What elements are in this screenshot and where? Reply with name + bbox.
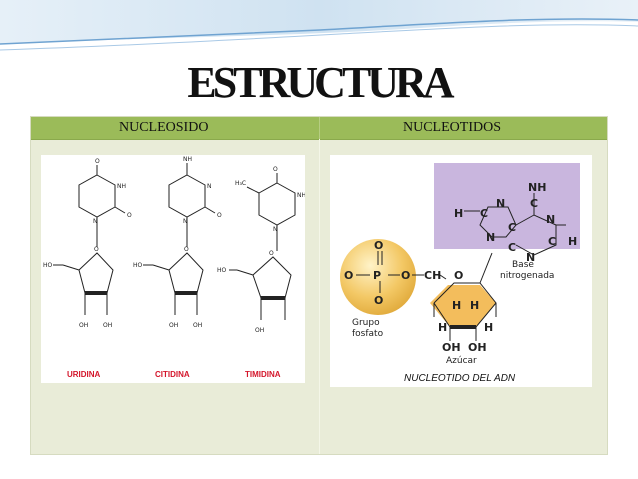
- svg-text:O: O: [269, 250, 274, 257]
- svg-text:H: H: [470, 299, 479, 312]
- uridine-structure: [53, 165, 126, 315]
- cytidine-structure: [143, 163, 216, 315]
- structure-table: NUCLEOSIDO NUCLEOTIDOS: [30, 116, 608, 455]
- svg-text:OH: OH: [103, 322, 112, 329]
- svg-text:N: N: [496, 197, 505, 210]
- thymidine-structure: [229, 173, 296, 320]
- svg-text:O: O: [184, 246, 189, 253]
- svg-text:C: C: [548, 235, 556, 248]
- label-grupo: Grupo: [352, 318, 380, 328]
- svg-text:OH: OH: [79, 322, 88, 329]
- svg-text:O: O: [374, 239, 383, 252]
- slide-title: ESTRUCTURA: [187, 58, 454, 107]
- svg-text:H: H: [438, 321, 447, 334]
- svg-text:O: O: [454, 269, 463, 282]
- svg-text:NH: NH: [117, 183, 126, 190]
- label-uridina: URIDINA: [67, 370, 101, 379]
- svg-text:OH: OH: [442, 341, 461, 354]
- svg-text:H₃C: H₃C: [235, 180, 246, 187]
- header-nucleotidos: NUCLEOTIDOS: [403, 120, 501, 135]
- label-nitrogenada: nitrogenada: [500, 271, 554, 281]
- svg-text:P: P: [373, 269, 381, 282]
- svg-text:C: C: [508, 241, 516, 254]
- svg-text:N: N: [526, 251, 535, 264]
- svg-text:HO: HO: [217, 267, 227, 274]
- svg-text:OH: OH: [468, 341, 487, 354]
- svg-text:NH: NH: [183, 156, 192, 163]
- column-divider: [319, 139, 320, 454]
- svg-text:C: C: [530, 197, 538, 210]
- svg-text:N: N: [207, 183, 212, 190]
- svg-text:OH: OH: [255, 327, 264, 334]
- svg-text:H: H: [484, 321, 493, 334]
- nucleosides-figure: O NH O N O HO OH OH NH N O N O HO OH OH O NH H₃C N O HO O…: [41, 155, 306, 383]
- svg-text:NH: NH: [297, 192, 305, 199]
- phosphate-sphere: [340, 239, 416, 315]
- svg-text:N: N: [486, 231, 495, 244]
- svg-text:O: O: [94, 246, 99, 253]
- svg-text:H: H: [452, 299, 461, 312]
- label-base: Base: [512, 260, 534, 270]
- svg-text:N: N: [93, 218, 98, 225]
- svg-text:NH: NH: [528, 181, 546, 194]
- svg-text:N: N: [183, 218, 188, 225]
- table-header-row: NUCLEOSIDO NUCLEOTIDOS: [31, 117, 607, 140]
- svg-text:H: H: [568, 235, 577, 248]
- svg-text:O: O: [217, 212, 222, 219]
- svg-text:H: H: [454, 207, 463, 220]
- caption-nucleotido: NUCLEOTIDO DEL ADN: [404, 373, 516, 384]
- svg-text:O: O: [95, 158, 100, 165]
- svg-text:HO: HO: [133, 262, 143, 269]
- svg-text:OH: OH: [193, 322, 202, 329]
- svg-text:O: O: [374, 294, 383, 307]
- label-fosfato: fosfato: [352, 329, 384, 339]
- svg-text:N: N: [273, 226, 278, 233]
- sugar-ring-fill: [430, 285, 496, 327]
- svg-text:HO: HO: [43, 262, 53, 269]
- svg-text:O: O: [127, 212, 132, 219]
- header-divider: [319, 117, 320, 139]
- header-nucleosido: NUCLEOSIDO: [119, 120, 209, 135]
- label-citidina: CITIDINA: [155, 370, 190, 379]
- label-azucar: Azúcar: [446, 356, 477, 366]
- svg-text:O: O: [273, 166, 278, 173]
- decorative-header-swoosh: [0, 0, 638, 51]
- svg-text:N: N: [546, 213, 555, 226]
- svg-text:C: C: [508, 221, 516, 234]
- svg-text:OH: OH: [169, 322, 178, 329]
- label-timidina: TIMIDINA: [245, 370, 281, 379]
- svg-text:C: C: [480, 207, 488, 220]
- svg-text:O: O: [401, 269, 410, 282]
- svg-text:O: O: [344, 269, 353, 282]
- svg-text:CH: CH: [424, 269, 441, 282]
